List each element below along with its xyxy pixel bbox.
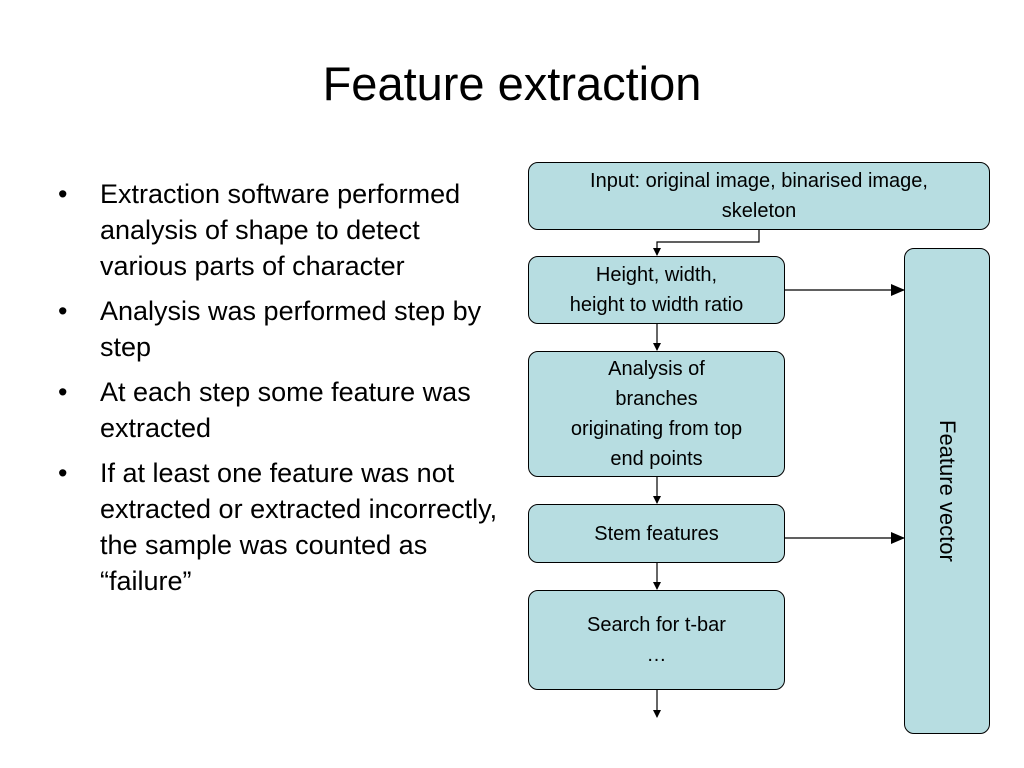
bullet-text: If at least one feature was not extracte… — [100, 458, 498, 596]
bullet-list: • Extraction software performed analysis… — [58, 176, 508, 608]
bullet-text: Analysis was performed step by step — [100, 296, 482, 362]
bullet-item: • At each step some feature was extracte… — [58, 374, 508, 446]
bullet-text: Extraction software performed analysis o… — [100, 179, 461, 281]
feature-vector-box: Feature vector — [904, 248, 990, 734]
height-width-box-label: Height, width, height to width ratio — [569, 264, 744, 316]
feature-vector-box-label: Feature vector — [935, 420, 960, 562]
input-box-label: Input: original image, binarised image, … — [590, 170, 928, 222]
input-box: Input: original image, binarised image, … — [528, 162, 990, 230]
stem-features-box-label: Stem features — [594, 522, 719, 545]
bullet-marker: • — [58, 296, 68, 326]
bullet-item: • If at least one feature was not extrac… — [58, 455, 508, 599]
branches-analysis-box: Analysis of branches originating from to… — [528, 351, 785, 477]
bullet-item: • Extraction software performed analysis… — [58, 176, 508, 284]
height-width-box: Height, width, height to width ratio — [528, 256, 785, 324]
slide-title: Feature extraction — [322, 57, 702, 110]
bullet-marker: • — [58, 377, 68, 407]
bullet-marker: • — [58, 458, 68, 488]
stem-features-box: Stem features — [528, 504, 785, 563]
tbar-search-box-label: Search for t-bar … — [587, 614, 726, 666]
bullet-item: • Analysis was performed step by step — [58, 293, 508, 365]
connector-input-to-height-width — [653, 230, 760, 256]
branches-analysis-box-label: Analysis of branches originating from to… — [570, 358, 743, 470]
bullet-text: At each step some feature was extracted — [100, 377, 471, 443]
bullet-marker: • — [58, 179, 68, 209]
tbar-search-box: Search for t-bar … — [528, 590, 785, 690]
